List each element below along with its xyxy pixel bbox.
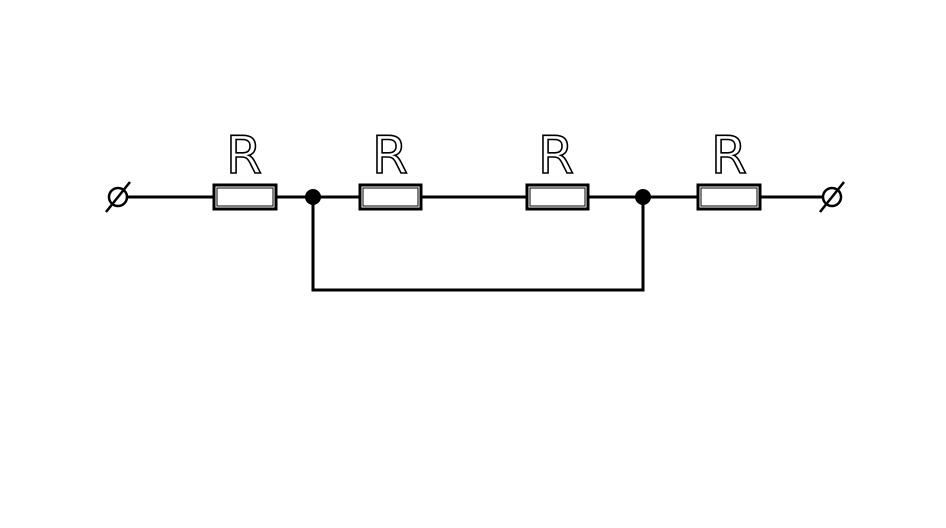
- terminal-left: [105, 181, 131, 213]
- bypass-wire: [311, 195, 645, 292]
- resistor-2-label: R: [372, 126, 408, 186]
- resistor-3-label: R: [538, 126, 574, 186]
- resistor-4: R: [696, 125, 762, 211]
- resistor-2: R: [358, 125, 423, 211]
- resistor-3: R: [525, 125, 590, 211]
- resistor-1: R: [212, 125, 278, 211]
- junction-left: [305, 189, 321, 205]
- junction-right: [635, 189, 651, 205]
- terminal-right: [819, 181, 845, 213]
- resistor-4-label: R: [711, 126, 747, 186]
- resistor-1-label: R: [226, 126, 262, 186]
